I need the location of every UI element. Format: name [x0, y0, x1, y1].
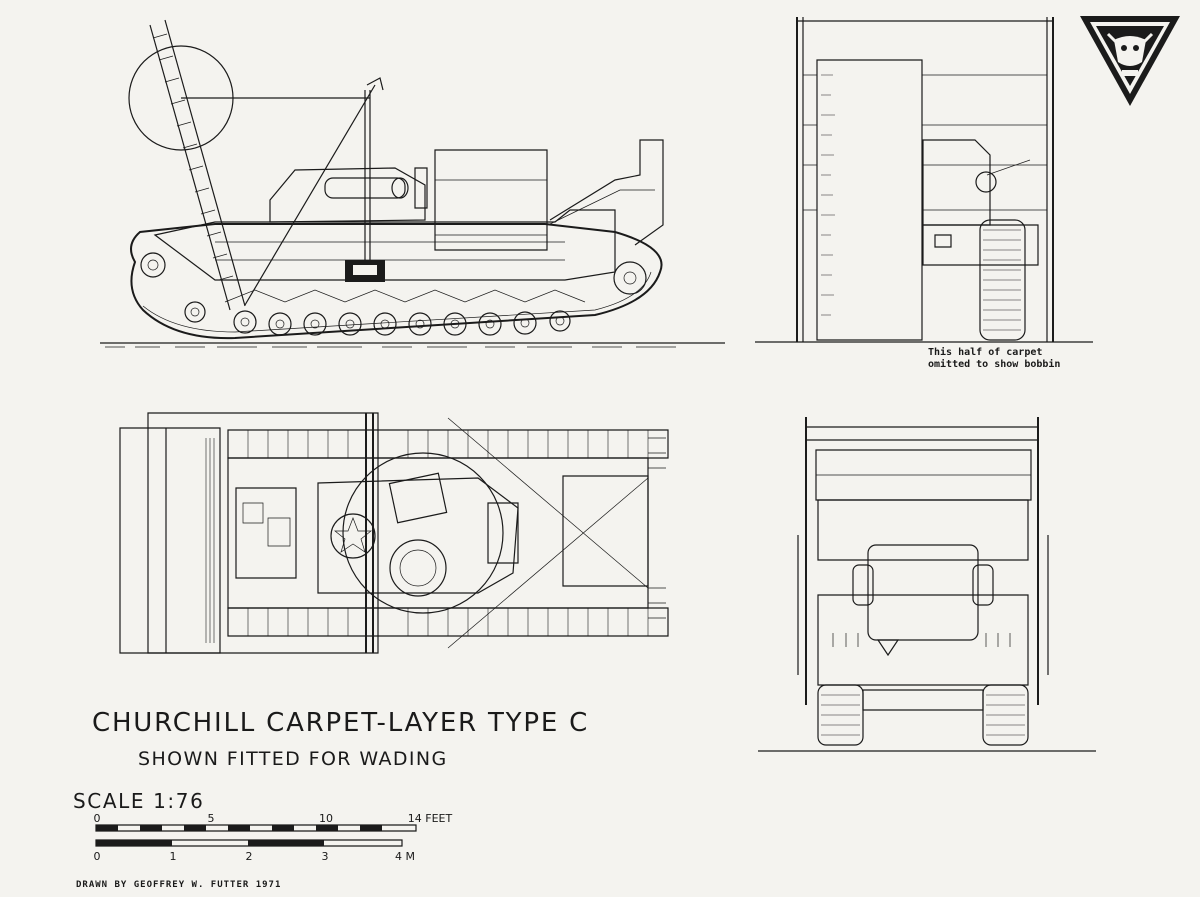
metre-tick-1: 1 [169, 850, 177, 863]
annotation-line-2: omitted to show bobbin [928, 359, 1061, 370]
feet-tick-14: 14 FEET [407, 812, 453, 825]
annotation-line-1: This half of carpet [928, 347, 1043, 358]
drawing-subtitle: SHOWN FITTED FOR WADING [138, 748, 448, 770]
carpet-annotation: This half of carpet omitted to show bobb… [928, 347, 1060, 371]
bull-head-triangle-emblem-icon [1080, 16, 1180, 106]
ladder-frame [150, 20, 245, 310]
side-view-drawing [95, 10, 735, 355]
plan-view-drawing [118, 408, 688, 663]
drawing-title: CHURCHILL CARPET-LAYER TYPE C [92, 708, 590, 738]
feet-tick-0: 0 [93, 812, 101, 825]
feet-tick-5: 5 [207, 812, 215, 825]
metre-tick-3: 3 [321, 850, 329, 863]
metre-tick-2: 2 [245, 850, 253, 863]
drawing-credit: DRAWN BY GEOFFREY W. FUTTER 1971 [76, 880, 282, 890]
road-wheels [141, 253, 646, 335]
feet-tick-10: 10 [319, 812, 333, 825]
metre-tick-0: 0 [93, 850, 101, 863]
scale-bar [90, 822, 430, 852]
metre-tick-4: 4 M [395, 850, 415, 863]
front-view-drawing [755, 15, 1095, 350]
rear-view-drawing [758, 415, 1098, 755]
scale-label: SCALE 1:76 [73, 789, 205, 813]
